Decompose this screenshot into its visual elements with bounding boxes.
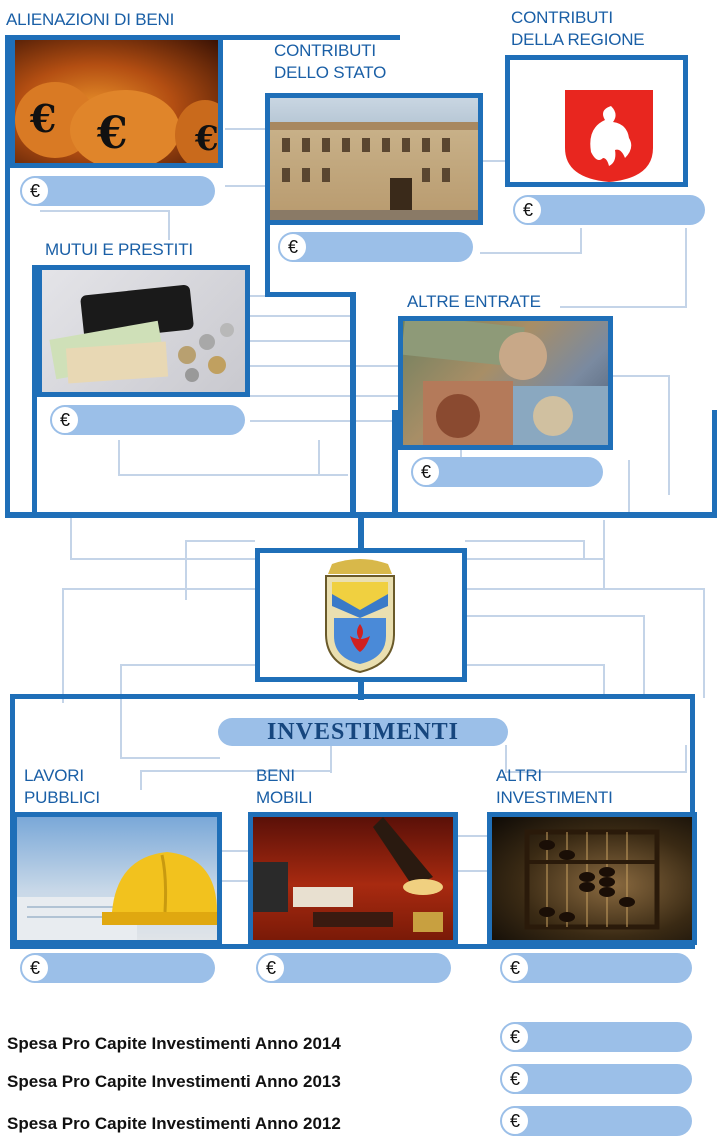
- footer-label-2013: Spesa Pro Capite Investimenti Anno 2013: [7, 1072, 341, 1091]
- center-bar: [350, 295, 356, 513]
- svg-text:€: €: [29, 96, 56, 141]
- alienazioni-title: ALIENAZIONI DI BENI: [6, 10, 175, 29]
- euro-icon: €: [20, 176, 50, 206]
- euro-icon: €: [500, 953, 530, 983]
- euro-icon: €: [500, 1022, 530, 1052]
- lavori-title-line2: PUBBLICI: [24, 788, 100, 807]
- altre-side-bar: [392, 410, 398, 515]
- svg-text:€: €: [194, 119, 218, 159]
- stato-amount-pill: €: [278, 232, 473, 262]
- investimenti-title: INVESTIMENTI: [266, 718, 460, 745]
- altri-amount-pill: €: [500, 953, 692, 983]
- mutui-side-bar: [32, 265, 37, 515]
- footer-pill-2013: €: [500, 1064, 692, 1094]
- mutui-title: MUTUI E PRESTITI: [45, 240, 193, 259]
- abacus-photo: [492, 817, 692, 940]
- mid-connector: [358, 515, 364, 550]
- sources-right-bar: [712, 410, 717, 518]
- euro-icon: €: [278, 232, 308, 262]
- stato-title-line1: CONTRIBUTI: [274, 41, 376, 60]
- desk-photo: [253, 817, 453, 940]
- mutui-amount-pill: €: [50, 405, 245, 435]
- tuscany-coat-of-arms: [563, 88, 655, 184]
- beni-title-line1: BENI: [256, 766, 295, 785]
- euro-icon: €: [256, 953, 286, 983]
- footer-label-2014: Spesa Pro Capite Investimenti Anno 2014: [7, 1034, 341, 1053]
- footer-label-2012: Spesa Pro Capite Investimenti Anno 2012: [7, 1114, 341, 1133]
- euro-icon: €: [411, 457, 441, 487]
- stato-title-line2: DELLO STATO: [274, 63, 387, 82]
- investimenti-title-pill: INVESTIMENTI: [218, 718, 508, 746]
- altre-entrate-title: ALTRE ENTRATE: [407, 292, 541, 311]
- municipal-crest: [320, 556, 400, 674]
- beni-amount-pill: €: [256, 953, 451, 983]
- regione-title-line1: CONTRIBUTI: [511, 8, 613, 27]
- banknotes-photo: [403, 321, 608, 445]
- euro-icon: €: [50, 405, 80, 435]
- wallet-photo: [42, 270, 245, 392]
- palace-photo: [270, 98, 478, 220]
- euro-icon: €: [513, 195, 543, 225]
- euro-icon: €: [500, 1064, 530, 1094]
- euro-icon: €: [500, 1106, 530, 1136]
- altri-title-line2: INVESTIMENTI: [496, 788, 613, 807]
- altri-title-line1: ALTRI: [496, 766, 542, 785]
- footer-pill-2014: €: [500, 1022, 692, 1052]
- stato-join-bar: [265, 292, 356, 297]
- altre-entrate-amount-pill: €: [411, 457, 603, 487]
- regione-title-line2: DELLA REGIONE: [511, 30, 645, 49]
- regione-amount-pill: €: [513, 195, 705, 225]
- euro-icon: €: [20, 953, 50, 983]
- footer-pill-2012: €: [500, 1106, 692, 1136]
- beni-title-line2: MOBILI: [256, 788, 313, 807]
- lavori-title-line1: LAVORI: [24, 766, 84, 785]
- mid-connector-2: [358, 680, 364, 700]
- svg-text:€: €: [96, 108, 128, 159]
- hardhat-photo: [17, 817, 217, 940]
- euro-bags-photo: € € €: [15, 40, 218, 163]
- lavori-amount-pill: €: [20, 953, 215, 983]
- alienazioni-amount-pill: €: [20, 176, 215, 206]
